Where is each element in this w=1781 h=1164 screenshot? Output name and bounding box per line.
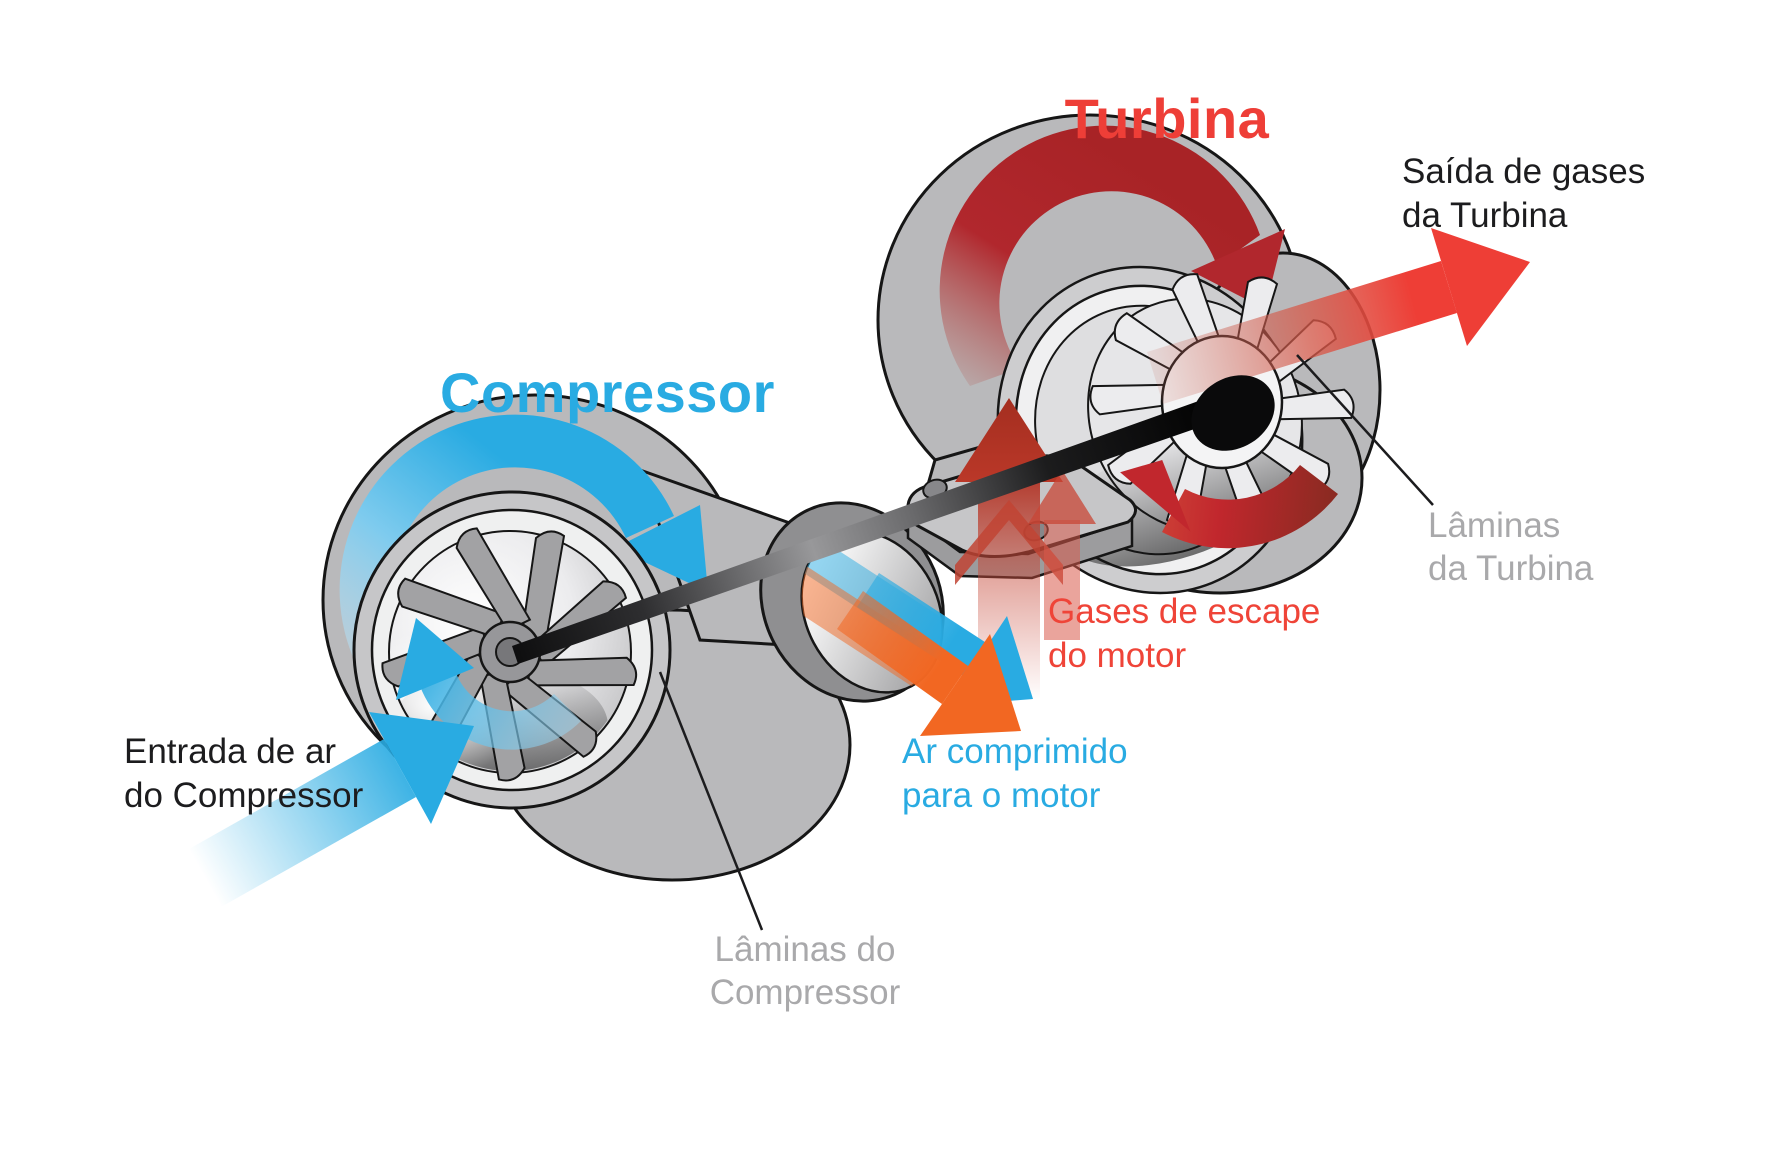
leader-line-compressor-blades [658,671,764,931]
compressed-air-label: Ar comprimido para o motor [902,732,1128,815]
leader-line-turbine-blades [1296,354,1434,506]
turbine-title: Turbina [1064,87,1270,150]
turbine-hub-rotation-arrow [1120,460,1338,549]
shaft-end [1191,375,1275,451]
compressor-air-in-arrow [189,712,474,907]
compressor-title: Compressor [440,361,775,424]
turbine-gas-out-label: Saída de gases da Turbina [1402,152,1646,235]
turbine-exhaust-out-arrow [1147,228,1530,404]
turbine-blades-label: Lâminas da Turbina [1428,506,1594,588]
exhaust-gas-in-label: Gases de escape do motor [1048,592,1321,675]
compressor-rotation-arrow [339,414,708,664]
shaft [512,393,1229,664]
air-in-label: Entrada de ar do Compressor [124,732,364,815]
compressed-air-out-arrow-orange [837,591,1021,736]
compressor-blades-label: Lâminas do Compressor [709,930,901,1012]
